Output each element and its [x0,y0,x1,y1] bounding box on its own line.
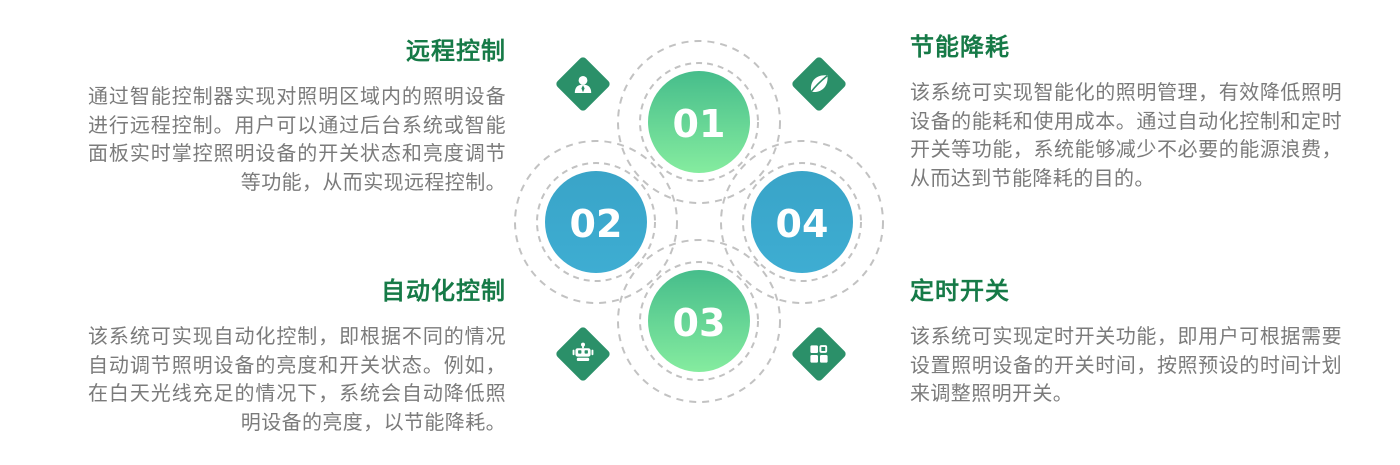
robot-icon [556,327,610,381]
node-number: 01 [673,102,726,146]
feature-description: 通过智能控制器实现对照明区域内的照明设备进行远程控制。用户可以通过后台系统或智能… [88,84,506,194]
node-number: 04 [776,202,829,246]
node-number: 03 [673,301,726,345]
clover-outline [514,40,884,403]
feature-title: 节能降耗 [910,33,1010,61]
clover-diagram: 01 02 04 03 [514,40,884,403]
feature-block-automation-control: 自动化控制 该系统可实现自动化控制，即根据不同的情况自动调节照明设备的亮度和开关… [88,276,506,436]
feature-block-timer-switch: 定时开关 该系统可实现定时开关功能，即用户可根据需要设置照明设备的开关时间，按照… [910,276,1342,408]
feature-title: 自动化控制 [381,277,506,305]
feature-block-remote-control: 远程控制 通过智能控制器实现对照明区域内的照明设备进行远程控制。用户可以通过后台… [88,36,506,196]
user-icon [556,57,610,111]
feature-description: 该系统可实现定时开关功能，即用户可根据需要设置照明设备的开关时间，按照预设的时间… [910,324,1342,405]
node-circle-01: 01 [648,71,750,173]
node-number: 02 [570,202,623,246]
node-circle-02: 02 [545,171,647,273]
grid-icon [792,327,846,381]
node-circle-03: 03 [648,270,750,372]
feature-description: 该系统可实现自动化控制，即根据不同的情况自动调节照明设备的亮度和开关状态。例如，… [88,324,506,434]
node-dashed-rings [536,62,862,381]
feature-title: 远程控制 [406,37,506,65]
node-circle-04: 04 [751,171,853,273]
feature-description: 该系统可实现智能化的照明管理，有效降低照明设备的能耗和使用成本。通过自动化控制和… [910,80,1342,190]
feature-block-energy-saving: 节能降耗 该系统可实现智能化的照明管理，有效降低照明设备的能耗和使用成本。通过自… [910,32,1342,192]
leaf-icon [792,57,846,111]
feature-title: 定时开关 [910,277,1010,305]
